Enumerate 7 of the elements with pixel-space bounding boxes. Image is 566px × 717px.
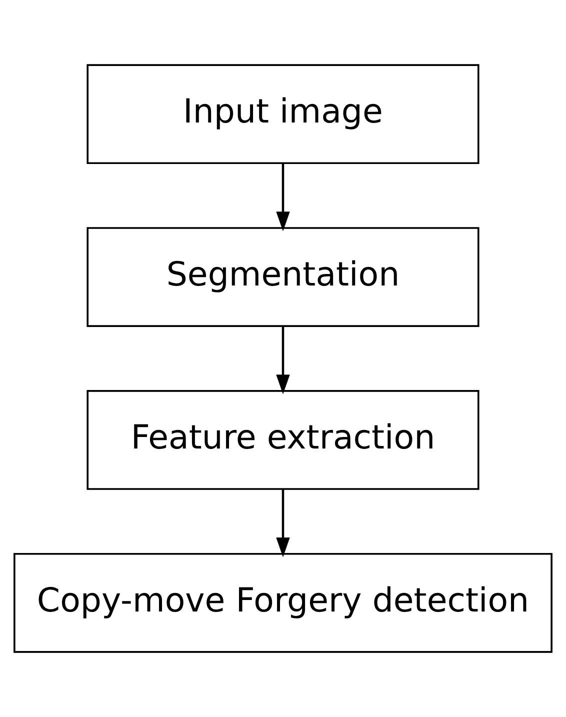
arrow <box>276 489 290 558</box>
node-box: Input image <box>86 64 480 164</box>
node-box: Segmentation <box>86 227 480 327</box>
node-box: Copy-move Forgery detection <box>14 552 552 653</box>
arrow <box>276 326 290 394</box>
arrow <box>276 163 290 232</box>
node-box: Feature extraction <box>86 390 480 490</box>
